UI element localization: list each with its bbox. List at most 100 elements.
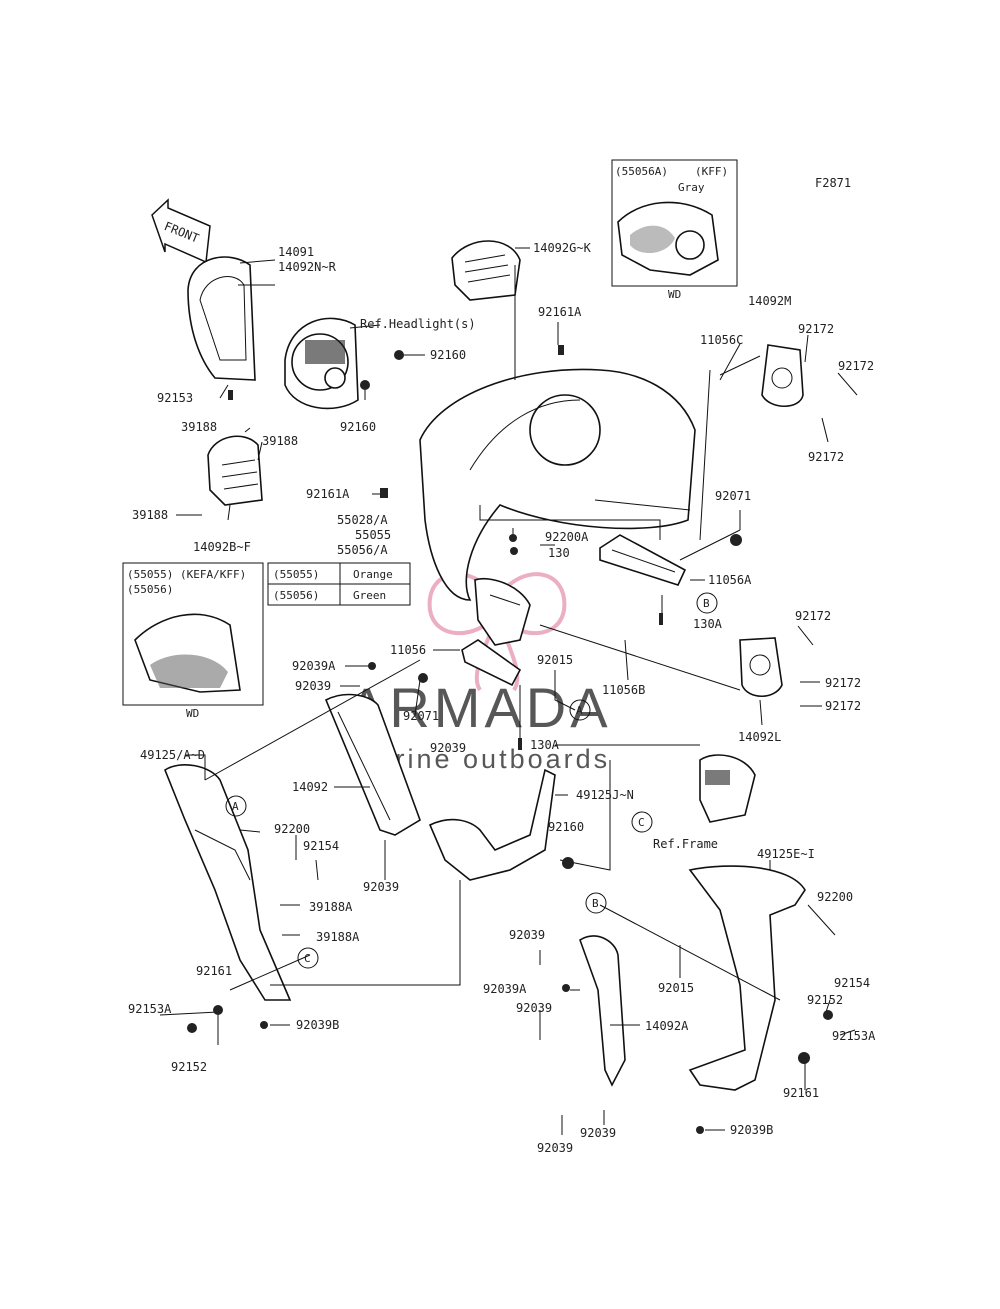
color-table-color-1: Green bbox=[353, 589, 386, 602]
part-label: 92153 bbox=[157, 391, 193, 405]
part-label: 92039B bbox=[296, 1018, 339, 1032]
part-label: 92153A bbox=[128, 1002, 172, 1016]
part-label: 92015 bbox=[658, 981, 694, 995]
part-label: 92039 bbox=[430, 741, 466, 755]
color-table-code-1: (55056) bbox=[273, 589, 319, 602]
inset-top-color: Gray bbox=[678, 181, 705, 194]
callout-a-center: A bbox=[576, 704, 583, 717]
leader-lines bbox=[159, 247, 858, 1135]
part-label: 92160 bbox=[430, 348, 466, 362]
frame-reference-drawing bbox=[699, 754, 756, 823]
part-label: 92039 bbox=[363, 880, 399, 894]
inner-panel-14092 bbox=[324, 693, 421, 836]
front-direction-arrow: FRONT bbox=[151, 198, 211, 264]
part-label: 14092L bbox=[738, 730, 781, 744]
part-label: 49125J~N bbox=[576, 788, 634, 802]
inset-top-note: WD bbox=[668, 288, 681, 301]
bracket-11056A bbox=[599, 534, 687, 586]
part-label: 92161 bbox=[196, 964, 232, 978]
inset-55056A-kff: (55056A) (KFF) Gray WD bbox=[611, 159, 738, 301]
upper-cowl-55055 bbox=[419, 368, 696, 601]
bracket-14092L bbox=[739, 637, 783, 698]
part-label: 39188A bbox=[309, 900, 353, 914]
callout-a-left: A bbox=[232, 800, 239, 813]
part-label: 92161A bbox=[538, 305, 582, 319]
callout-circles: A A B B C C bbox=[225, 592, 718, 969]
part-label: 130A bbox=[693, 617, 723, 631]
part-label: 14092N~R bbox=[278, 260, 337, 274]
part-label: 39188A bbox=[316, 930, 360, 944]
part-label: 14092M bbox=[748, 294, 791, 308]
part-label: 49125/A~D bbox=[140, 748, 205, 762]
inner-panel-14092A bbox=[579, 935, 626, 1087]
part-label: 92172 bbox=[825, 699, 861, 713]
part-label: 92172 bbox=[808, 450, 844, 464]
part-label: 92172 bbox=[795, 609, 831, 623]
part-label: 92071 bbox=[715, 489, 751, 503]
color-table: (55055) Orange (55056) Green bbox=[267, 562, 411, 606]
callout-c-left: C bbox=[304, 952, 311, 965]
part-label: 11056 bbox=[390, 643, 426, 657]
part-label: 92200 bbox=[274, 822, 310, 836]
figure-code: F2871 bbox=[815, 176, 851, 190]
part-label: 14092B~F bbox=[193, 540, 251, 554]
inset-left-note: WD bbox=[186, 707, 199, 720]
part-label: 92071 bbox=[403, 709, 439, 723]
side-cowl-right-49125EI bbox=[688, 865, 806, 1091]
inset-left-line1: (55055) (KEFA/KFF) bbox=[127, 568, 246, 581]
lower-cowl-49125JN bbox=[428, 768, 556, 881]
part-label: 92172 bbox=[825, 676, 861, 690]
part-label: 130A bbox=[530, 738, 560, 752]
part-label: 92039 bbox=[516, 1001, 552, 1015]
part-label: 92161A bbox=[306, 487, 350, 501]
color-table-color-0: Orange bbox=[353, 568, 393, 581]
part-label: 14092G~K bbox=[533, 241, 592, 255]
part-label: 39188 bbox=[132, 508, 168, 522]
part-label: 39188 bbox=[181, 420, 217, 434]
part-label: 92039A bbox=[292, 659, 336, 673]
part-label: 92160 bbox=[340, 420, 376, 434]
part-label: 92160 bbox=[548, 820, 584, 834]
center-cover-55028 bbox=[474, 578, 531, 646]
fasteners bbox=[187, 345, 833, 1134]
inset-left-line2: (55056) bbox=[127, 583, 173, 596]
part-label: 92200A bbox=[545, 530, 589, 544]
part-label: 39188 bbox=[262, 434, 298, 448]
inset-top-variant: (KFF) bbox=[695, 165, 728, 178]
side-cowl-left-49125AD bbox=[164, 764, 292, 1001]
ref-headlight-label: Ref.Headlight(s) bbox=[360, 317, 476, 331]
color-table-code-0: (55055) bbox=[273, 568, 319, 581]
air-duct-14092BF bbox=[207, 435, 263, 506]
part-label: 55056/A bbox=[337, 543, 388, 557]
part-label: 92153A bbox=[832, 1029, 876, 1043]
bracket-11056 bbox=[461, 639, 522, 687]
part-label: 92039 bbox=[295, 679, 331, 693]
part-label: 55028/A bbox=[337, 513, 388, 527]
part-label: 49125E~I bbox=[757, 847, 815, 861]
air-duct-14092GK bbox=[451, 240, 521, 301]
part-label: 55055 bbox=[355, 528, 391, 542]
part-label: 92154 bbox=[834, 976, 870, 990]
part-label: 14091 bbox=[278, 245, 314, 259]
watermark-brand: ARMADA bbox=[348, 676, 612, 739]
headlight-cover-14091 bbox=[187, 256, 256, 381]
part-label: 92152 bbox=[171, 1060, 207, 1074]
part-label: 92172 bbox=[838, 359, 874, 373]
part-label: 11056B bbox=[602, 683, 645, 697]
inset-top-code: (55056A) bbox=[615, 165, 668, 178]
part-label: 92152 bbox=[807, 993, 843, 1007]
callout-b-upper: B bbox=[703, 597, 710, 610]
part-label: 92200 bbox=[817, 890, 853, 904]
callout-b-lower: B bbox=[592, 897, 599, 910]
part-label: 130 bbox=[548, 546, 570, 560]
inset-55055-55056: (55055) (KEFA/KFF) (55056) WD bbox=[122, 562, 264, 720]
part-label: 92154 bbox=[303, 839, 339, 853]
part-label: 11056A bbox=[708, 573, 752, 587]
part-label: 14092A bbox=[645, 1019, 689, 1033]
part-label: 11056C bbox=[700, 333, 743, 347]
part-labels: 14091 14092N~R 14092G~K 92161A 14092M 11… bbox=[128, 241, 876, 1155]
ref-frame-label: Ref.Frame bbox=[653, 837, 718, 851]
part-label: 92039B bbox=[730, 1123, 773, 1137]
